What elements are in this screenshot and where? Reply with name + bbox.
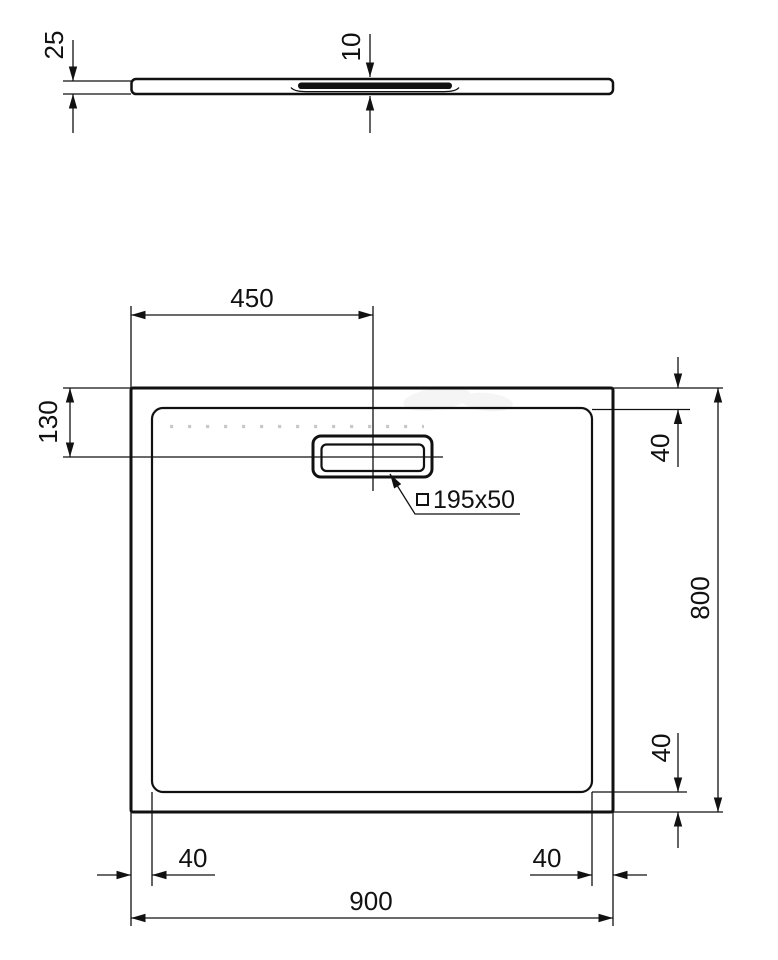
dim-width: 900 xyxy=(131,886,613,923)
arrowhead-icon xyxy=(65,388,75,403)
dim-tray-height: 25 xyxy=(39,31,131,133)
arrowhead-icon xyxy=(713,797,723,812)
arrowhead-icon xyxy=(713,388,723,403)
arrowhead-icon xyxy=(673,777,683,792)
arrowhead-icon xyxy=(673,812,683,827)
dim-drain-center-from-top: 130 xyxy=(33,387,131,457)
dim-label-40-left: 40 xyxy=(179,843,208,873)
arrowhead-icon xyxy=(673,409,683,424)
drain-callout: 195x50 xyxy=(386,471,520,515)
dim-label-40-right: 40 xyxy=(533,843,562,873)
arrowhead-icon xyxy=(577,870,592,880)
arrowhead-icon xyxy=(365,96,375,111)
dim-drain-recess-depth: 10 xyxy=(336,33,375,133)
arrowhead-icon xyxy=(65,442,75,457)
arrowhead-icon xyxy=(68,94,78,109)
dim-left-rim: 40 xyxy=(97,792,215,926)
arrowhead-icon xyxy=(613,870,628,880)
dim-depth: 800 xyxy=(685,388,723,812)
drain-size-label: 195x50 xyxy=(433,486,515,514)
dim-right-rim: 40 xyxy=(530,792,647,926)
arrowhead-icon xyxy=(68,66,78,81)
arrowhead-icon xyxy=(116,870,131,880)
dim-top-rim: 40 xyxy=(592,357,723,467)
profile-view: 25 10 xyxy=(39,31,615,133)
dim-drain-center-from-left: 450 xyxy=(130,283,373,388)
arrowhead-icon xyxy=(673,373,683,388)
dim-label-800: 800 xyxy=(685,576,715,619)
arrowhead-icon xyxy=(365,62,375,77)
dim-label-25: 25 xyxy=(39,31,69,60)
arrowhead-icon xyxy=(598,913,613,923)
square-symbol-icon xyxy=(416,493,429,506)
profile-tray-slab xyxy=(130,77,615,96)
leader-line xyxy=(389,473,520,515)
arrowhead-icon xyxy=(131,913,146,923)
arrowhead-icon xyxy=(131,310,146,320)
arrowhead-icon xyxy=(386,471,402,489)
dim-label-40-top: 40 xyxy=(645,434,675,463)
dim-label-10: 10 xyxy=(336,33,366,62)
watermark xyxy=(403,387,513,412)
dim-label-130: 130 xyxy=(33,400,63,443)
dim-label-450: 450 xyxy=(230,283,273,313)
profile-drain-cover xyxy=(298,82,452,89)
dim-label-40-bottom: 40 xyxy=(646,734,676,763)
tray-inner-floor xyxy=(150,406,594,794)
plan-view: 450 130 195x50 40 xyxy=(33,283,723,926)
dim-bottom-rim: 40 xyxy=(592,733,723,848)
profile-drain-recess-line xyxy=(290,87,460,93)
tray-outer-edge xyxy=(129,386,615,814)
arrowhead-icon xyxy=(358,310,373,320)
dim-label-900: 900 xyxy=(349,886,392,916)
arrowhead-icon xyxy=(152,870,167,880)
